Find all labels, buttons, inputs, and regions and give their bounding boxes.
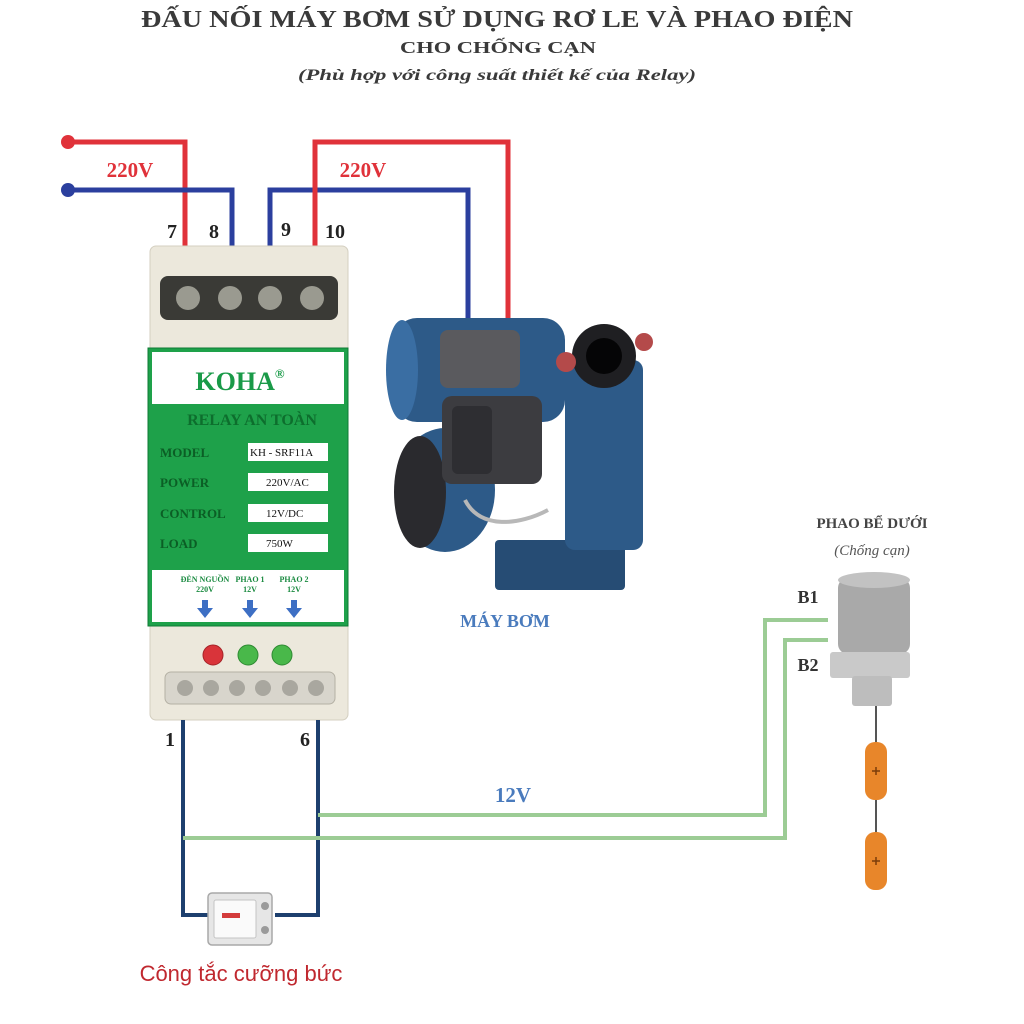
pump-switch-cover [452, 406, 492, 474]
spec-model-value: KH - SRF11A [250, 447, 313, 459]
arrow-down-icon [242, 600, 258, 618]
float-switch-top [838, 572, 910, 588]
relay-bottom-terminal-block [164, 671, 336, 705]
spec-power-box [248, 473, 328, 491]
pump-live-wire [312, 139, 511, 322]
arrow-down-icon [286, 600, 302, 618]
spec-load-value: 750W [266, 538, 294, 550]
spec-power-label: POWER [160, 475, 210, 490]
float-terminal-b1-label: B1 [797, 587, 818, 607]
relay-top-terminal-block [160, 276, 338, 320]
control-wire-b1 [318, 618, 828, 817]
supply-voltage-label: 220V [107, 158, 154, 182]
indicator-power-voltage: 220V [196, 585, 214, 594]
spec-control-box [248, 504, 328, 522]
spec-model-box [248, 443, 328, 461]
terminal-screw-5 [282, 680, 298, 696]
indicator-float2-voltage: 12V [287, 585, 301, 594]
pump-motor-endcap [386, 320, 418, 420]
indicator-float1-voltage: 12V [243, 585, 257, 594]
switch-wire-terminal-6 [275, 720, 320, 917]
terminal-1-label: 1 [165, 729, 175, 751]
switch-rocker [213, 899, 257, 939]
diagram-subtitle: CHO CHỐNG CẠN [400, 37, 597, 57]
supply-neutral-terminal [61, 183, 75, 197]
spec-model-label: MODEL [160, 445, 209, 460]
diagram-title: ĐẤU NỐI MÁY BƠM SỬ DỤNG RƠ LE VÀ PHAO ĐI… [141, 6, 854, 33]
switch-indicator [222, 913, 240, 918]
control-voltage-label: 12V [495, 783, 531, 807]
float-bracket [830, 652, 910, 678]
water-pump [386, 318, 653, 590]
relay-brand: KOHA® [195, 366, 284, 396]
switch-screw [261, 902, 269, 910]
terminal-9-label: 9 [281, 219, 291, 241]
plus-icon [872, 767, 880, 775]
led-power-red [202, 644, 224, 666]
relay-brand-mark: ® [275, 366, 285, 381]
pump-red-cap [556, 352, 576, 372]
terminal-8-label: 8 [209, 221, 219, 243]
indicator-float2-label: PHAO 2 [279, 575, 308, 584]
terminal-screw-2 [203, 680, 219, 696]
float-title: PHAO BỂ DƯỚI [816, 514, 927, 532]
float-switch-body [838, 578, 910, 654]
supply-neutral-wire [68, 187, 235, 246]
indicator-power-label: ĐÈN NGUỒN [181, 574, 230, 584]
led-float1-green [237, 644, 259, 666]
terminal-screw-1 [177, 680, 193, 696]
terminal-screw-3 [229, 680, 245, 696]
float-subtitle: (Chống cạn) [834, 543, 909, 559]
spec-control-label: CONTROL [160, 506, 226, 521]
pump-base [495, 540, 625, 590]
led-float2-green [271, 644, 293, 666]
relay-brand-area [152, 352, 344, 404]
pump-head [565, 360, 643, 550]
terminal-screw-4 [255, 680, 271, 696]
terminal-10-label: 10 [325, 221, 345, 243]
spec-control-value: 12V/DC [266, 508, 303, 520]
terminal-7-label: 7 [167, 221, 177, 243]
relay-name: RELAY AN TOÀN [187, 410, 317, 429]
terminal-screw-9 [258, 286, 282, 310]
relay-brand-name: KOHA [195, 367, 275, 396]
terminal-screw-7 [176, 286, 200, 310]
indicator-float1-label: PHAO 1 [235, 575, 264, 584]
supply-live-terminal [61, 135, 75, 149]
supply-live-wire [68, 139, 188, 246]
control-wire-b2 [183, 638, 828, 840]
terminal-6-label: 6 [300, 729, 310, 751]
switch-label: Công tắc cưỡng bức [140, 961, 343, 986]
switch-wire-terminal-1 [181, 720, 210, 917]
spec-power-value: 220V/AC [266, 477, 309, 489]
float-bracket-arm [852, 676, 892, 706]
forced-switch [207, 892, 273, 946]
terminal-screw-8 [218, 286, 242, 310]
pump-label: MÁY BƠM [460, 610, 550, 631]
float-terminal-b2-label: B2 [797, 655, 818, 675]
spec-load-box [248, 534, 328, 552]
spec-load-label: LOAD [160, 536, 198, 551]
pump-voltage-label: 220V [340, 158, 387, 182]
arrow-down-icon [197, 600, 213, 618]
terminal-screw-6 [308, 680, 324, 696]
pump-capacitor [440, 330, 520, 388]
float-switch [830, 572, 910, 890]
relay-device: KOHA® RELAY AN TOÀN MODEL KH - SRF11A PO… [147, 245, 349, 721]
pump-outlet-bore [586, 338, 622, 374]
diagram-note: (Phù hợp với công suất thiết kế của Rela… [298, 67, 696, 84]
pump-cable [463, 499, 549, 524]
switch-screw [261, 926, 269, 934]
pump-fan-cover [394, 436, 446, 548]
pump-red-cap [635, 333, 653, 351]
pump-neutral-wire [267, 187, 471, 322]
terminal-screw-10 [300, 286, 324, 310]
plus-icon [872, 857, 880, 865]
